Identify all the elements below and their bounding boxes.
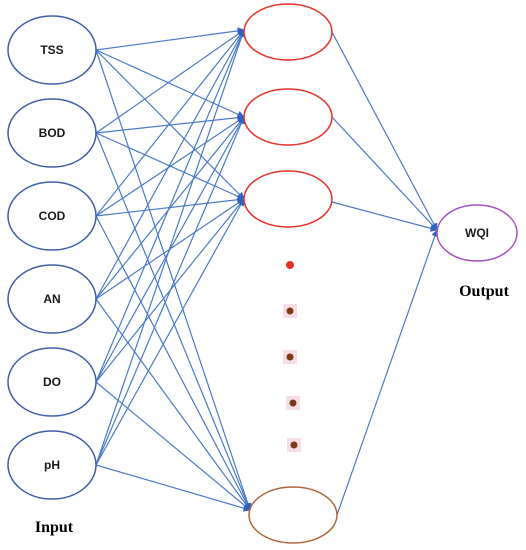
connection-hidden-to-output [336, 229, 439, 516]
connection-input-to-hidden [95, 114, 245, 134]
input-node-bod: BOD [7, 98, 97, 168]
connection-input-to-hidden [95, 29, 245, 300]
connection-input-to-hidden [95, 116, 245, 383]
ellipsis-dot [289, 399, 297, 407]
connection-input-to-hidden [95, 116, 245, 300]
connection-input-to-hidden [95, 29, 245, 383]
hidden-node-1 [243, 3, 333, 61]
ellipsis-dot [290, 441, 298, 449]
input-node-cod: COD [7, 181, 97, 251]
input-label-bod: BOD [39, 126, 66, 140]
connection-input-to-hidden [95, 464, 251, 512]
output-node-wqi: WQI [436, 204, 518, 262]
input-node-do: DO [7, 347, 97, 417]
ellipsis-dots [283, 261, 301, 452]
connection-input-to-hidden [95, 298, 251, 511]
connection-input-to-hidden [95, 215, 251, 511]
hidden-node-3 [243, 170, 333, 228]
connection-input-to-hidden [95, 198, 245, 466]
hidden-node-last [248, 486, 338, 544]
connection-input-to-hidden [95, 49, 252, 511]
output-label-wqi: WQI [465, 226, 489, 240]
connection-input-to-hidden [95, 29, 245, 134]
connection-hidden-to-output [331, 116, 438, 231]
connection-hidden-to-output [331, 31, 438, 231]
connection-input-to-hidden [95, 116, 245, 466]
input-label-do: DO [43, 375, 61, 389]
input-label-cod: COD [39, 209, 66, 223]
connection-input-to-hidden [95, 116, 245, 217]
connection-input-to-hidden [95, 381, 251, 511]
connections-layer [95, 27, 439, 516]
connection-hidden-to-output [331, 201, 438, 232]
connection-input-to-hidden [95, 27, 245, 51]
input-node-tss: TSS [7, 15, 97, 85]
ellipsis-dot [286, 307, 294, 315]
connection-input-to-hidden [95, 29, 245, 217]
output-caption: Output [459, 283, 509, 300]
connection-input-to-hidden [95, 29, 246, 466]
connection-input-to-hidden [95, 132, 251, 511]
input-caption: Input [35, 519, 74, 536]
input-node-ph: pH [7, 430, 97, 500]
input-label-ph: pH [44, 458, 60, 472]
ellipsis-dot [286, 353, 294, 361]
input-label-tss: TSS [40, 43, 63, 57]
ellipsis-dot-red [286, 261, 294, 269]
input-node-an: AN [7, 264, 97, 334]
hidden-node-2 [243, 88, 333, 146]
input-label-an: AN [43, 292, 60, 306]
connection-input-to-hidden [95, 49, 245, 118]
